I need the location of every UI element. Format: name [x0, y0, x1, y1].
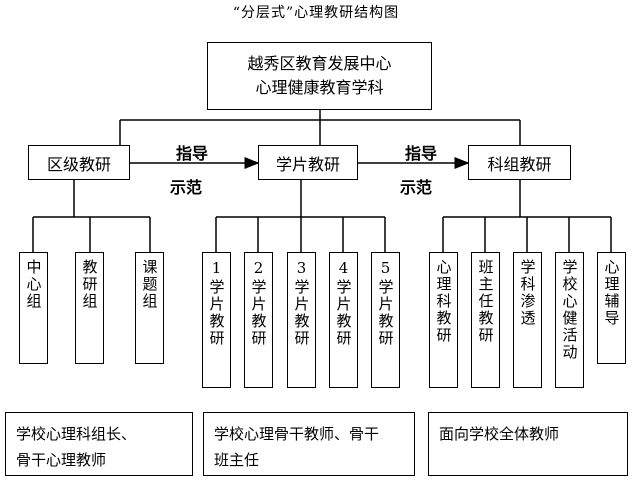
footer-box-area: 学校心理骨干教师、骨干 班主任 [203, 412, 415, 476]
level-box-district: 区级教研 [28, 145, 130, 180]
footer-box-district: 学校心理科组长、 骨干心理教师 [5, 412, 193, 476]
level-label: 区级教研 [46, 154, 111, 174]
child-box: 教研组 [75, 252, 104, 364]
child-label: 中心组 [24, 259, 43, 310]
footer-line2: 班主任 [214, 451, 260, 469]
level-label: 学片教研 [275, 154, 340, 174]
child-box: 学科渗透 [513, 252, 542, 388]
child-box: 2学片教研 [244, 252, 273, 388]
child-box: 学校心健活动 [555, 252, 584, 388]
root-box: 越秀区教育发展中心 心理健康教育学科 [207, 42, 432, 110]
child-box: 3学片教研 [287, 252, 316, 388]
child-label: 班主任教研 [476, 259, 495, 344]
child-box: 心理辅导 [597, 252, 626, 364]
child-label: 学科渗透 [518, 259, 537, 327]
child-label: 学校心健活动 [560, 259, 579, 361]
child-label: 心理科教研 [434, 259, 453, 344]
child-box: 5学片教研 [371, 252, 400, 388]
child-box: 4学片教研 [329, 252, 358, 388]
footer-box-school: 面向学校全体教师 [428, 412, 628, 476]
child-label: 心理辅导 [602, 259, 621, 327]
child-label: 3学片教研 [292, 259, 311, 347]
footer-line1: 面向学校全体教师 [439, 425, 560, 443]
arrow-1-top-label: 指导 [176, 144, 209, 163]
arrow-2-top-label: 指导 [405, 144, 438, 163]
child-box: 课题组 [135, 252, 164, 364]
root-line2: 心理健康教育学科 [255, 78, 384, 97]
footer-line1: 学校心理科组长、 [16, 425, 137, 443]
child-label: 课题组 [140, 259, 159, 310]
level-box-school: 科组教研 [468, 145, 571, 180]
footer-line1: 学校心理骨干教师、骨干 [214, 425, 380, 443]
arrow-1-bottom-label: 示范 [170, 178, 203, 197]
child-box: 1学片教研 [202, 252, 231, 388]
footer-line2: 骨干心理教师 [16, 451, 107, 469]
child-label: 教研组 [80, 259, 99, 310]
child-label: 2学片教研 [249, 259, 268, 347]
level-box-area: 学片教研 [258, 145, 358, 180]
child-box: 中心组 [19, 252, 48, 364]
level-label: 科组教研 [487, 154, 552, 174]
child-label: 5学片教研 [376, 259, 395, 347]
child-label: 1学片教研 [207, 259, 226, 347]
child-box: 心理科教研 [429, 252, 458, 388]
arrow-2-bottom-label: 示范 [400, 178, 433, 197]
child-box: 班主任教研 [471, 252, 500, 388]
root-line1: 越秀区教育发展中心 [247, 54, 392, 73]
child-label: 4学片教研 [334, 259, 353, 347]
diagram-title: “分层式”心理教研结构图 [232, 5, 400, 21]
